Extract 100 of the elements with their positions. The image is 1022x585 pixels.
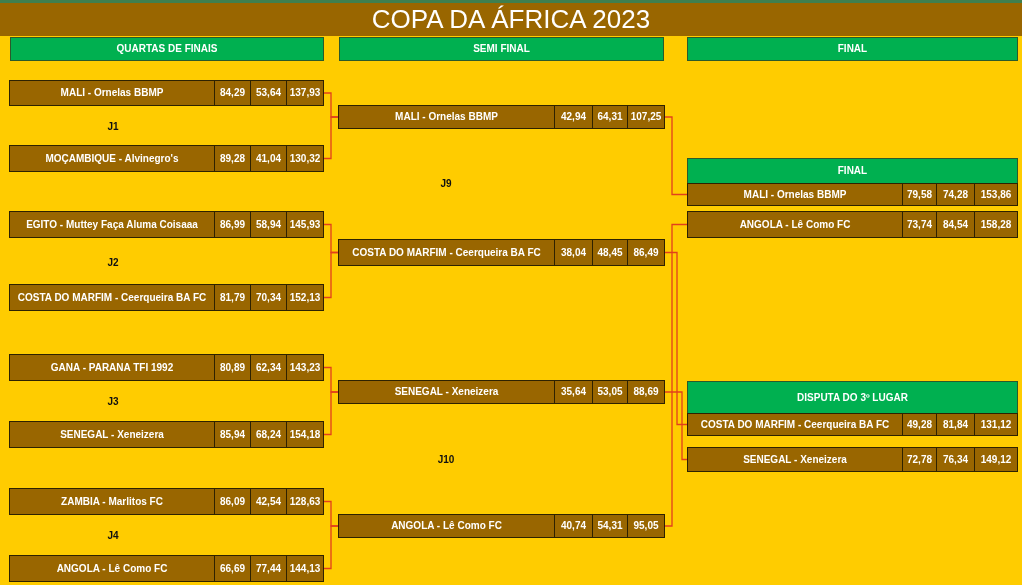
section-header: DISPUTA DO 3º LUGAR: [687, 381, 1018, 414]
score-value: 137,93: [286, 81, 323, 105]
score-value: 107,25: [627, 106, 664, 128]
score-value: 84,54: [936, 212, 974, 237]
bracket-line: [664, 116, 688, 196]
match-row: [338, 514, 665, 538]
score-value: 58,94: [250, 212, 286, 237]
bracket-line: [323, 391, 339, 436]
match-code: J1: [107, 120, 119, 132]
score-value: 42,54: [250, 489, 286, 514]
column-header: SEMI FINAL: [339, 37, 664, 61]
match-row: [687, 447, 1018, 472]
score-value: 158,28: [974, 212, 1017, 237]
match-code: J3: [107, 395, 119, 407]
score-value: 73,74: [902, 212, 936, 237]
score-value: 77,44: [250, 556, 286, 581]
score-value: 145,93: [286, 212, 323, 237]
team-name: EGITO - Muttey Faça Aluma Coisaaa: [25, 218, 199, 232]
score-value: 53,05: [592, 381, 627, 403]
column-header: QUARTAS DE FINAIS: [10, 37, 324, 61]
score-value: 35,64: [554, 381, 592, 403]
team-name: SENEGAL - Xeneizera: [742, 453, 848, 467]
score-value: 80,89: [214, 355, 250, 380]
match-row: [687, 413, 1018, 436]
team-name: COSTA DO MARFIM - Ceerqueira BA FC: [16, 291, 208, 305]
match-row: [9, 354, 324, 381]
match-row: [687, 211, 1018, 238]
score-value: 41,04: [250, 146, 286, 171]
score-value: 62,34: [250, 355, 286, 380]
match-row: [9, 211, 324, 238]
score-value: 70,34: [250, 285, 286, 310]
bracket-line: [664, 391, 688, 461]
score-value: 154,18: [286, 422, 323, 447]
bracket-line: [664, 251, 688, 426]
column-header: FINAL: [687, 37, 1018, 61]
team-name: ZAMBIA - Marlitos FC: [60, 495, 164, 509]
score-value: 49,28: [902, 414, 936, 435]
match-row: [338, 239, 665, 266]
match-row: [9, 80, 324, 106]
score-value: 38,04: [554, 240, 592, 265]
score-value: 84,29: [214, 81, 250, 105]
team-name: MALI - Ornelas BBMP: [59, 86, 165, 100]
score-value: 64,31: [592, 106, 627, 128]
match-row: [687, 183, 1018, 206]
score-value: 88,69: [627, 381, 664, 403]
score-value: 81,79: [214, 285, 250, 310]
team-name: GANA - PARANA TFI 1992: [49, 361, 175, 375]
score-value: 72,78: [902, 448, 936, 471]
team-name: MALI - Ornelas BBMP: [742, 188, 848, 202]
score-value: 86,09: [214, 489, 250, 514]
section-header: FINAL: [687, 158, 1018, 184]
score-value: 128,63: [286, 489, 323, 514]
score-value: 143,23: [286, 355, 323, 380]
score-value: 74,28: [936, 184, 974, 205]
title-banner: COPA DA ÁFRICA 2023: [0, 0, 1022, 36]
score-value: 79,58: [902, 184, 936, 205]
score-value: 53,64: [250, 81, 286, 105]
score-value: 153,86: [974, 184, 1017, 205]
match-code: J9: [440, 177, 452, 189]
score-value: 76,34: [936, 448, 974, 471]
score-value: 152,13: [286, 285, 323, 310]
match-row: [9, 488, 324, 515]
team-name: MOÇAMBIQUE - Alvinegro's: [44, 152, 180, 166]
score-value: 66,69: [214, 556, 250, 581]
team-name: COSTA DO MARFIM - Ceerqueira BA FC: [351, 246, 542, 260]
bracket-line: [323, 116, 339, 160]
bracket-line: [664, 223, 688, 527]
match-row: [9, 145, 324, 172]
match-row: [9, 555, 324, 582]
score-value: 48,45: [592, 240, 627, 265]
match-row: [338, 380, 665, 404]
match-row: [338, 105, 665, 129]
score-value: 95,05: [627, 515, 664, 537]
match-code: J4: [107, 529, 119, 541]
team-name: SENEGAL - Xeneizera: [393, 385, 500, 399]
score-value: 81,84: [936, 414, 974, 435]
team-name: ANGOLA - Lê Como FC: [738, 218, 852, 232]
score-value: 42,94: [554, 106, 592, 128]
match-code: J10: [437, 453, 455, 465]
team-name: MALI - Ornelas BBMP: [394, 110, 499, 124]
match-row: [9, 284, 324, 311]
score-value: 40,74: [554, 515, 592, 537]
team-name: SENEGAL - Xeneizera: [59, 428, 165, 442]
score-value: 86,49: [627, 240, 664, 265]
score-value: 144,13: [286, 556, 323, 581]
score-value: 85,94: [214, 422, 250, 447]
team-name: ANGOLA - Lê Como FC: [55, 562, 169, 576]
score-value: 68,24: [250, 422, 286, 447]
score-value: 131,12: [974, 414, 1017, 435]
bracket-line: [323, 251, 339, 299]
bracket-line: [323, 525, 339, 570]
score-value: 130,32: [286, 146, 323, 171]
score-value: 149,12: [974, 448, 1017, 471]
team-name: COSTA DO MARFIM - Ceerqueira BA FC: [699, 418, 891, 432]
score-value: 89,28: [214, 146, 250, 171]
team-name: ANGOLA - Lê Como FC: [390, 519, 503, 533]
score-value: 86,99: [214, 212, 250, 237]
match-row: [9, 421, 324, 448]
score-value: 54,31: [592, 515, 627, 537]
match-code: J2: [107, 256, 119, 268]
